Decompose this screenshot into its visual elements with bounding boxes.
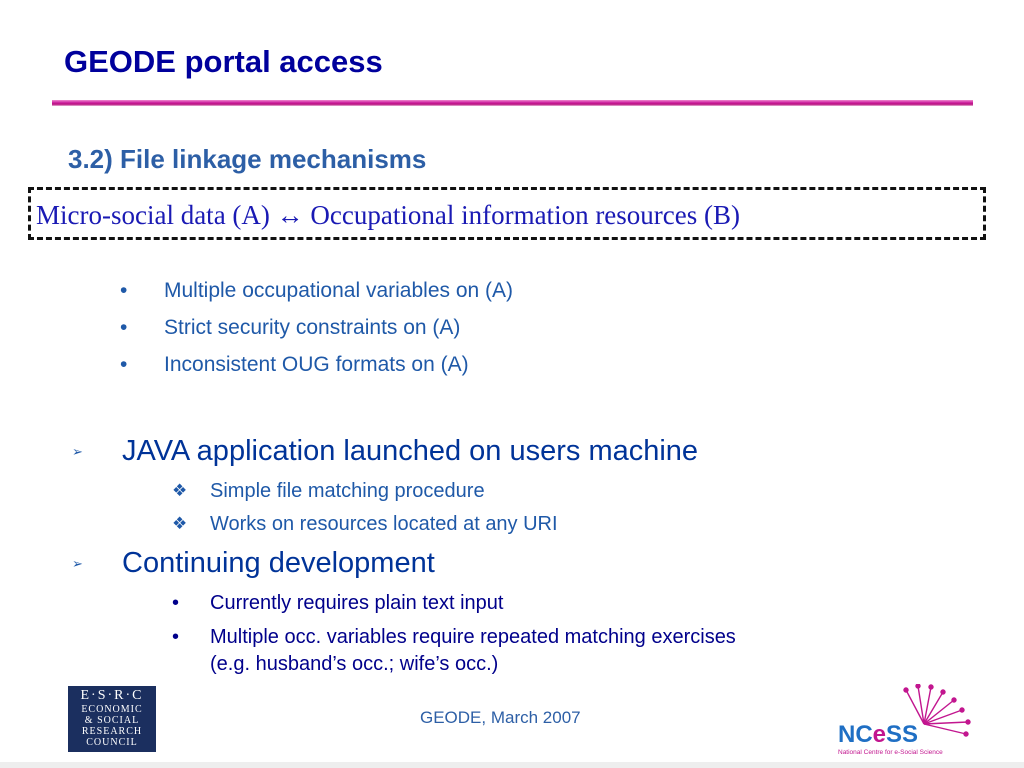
bullet-dot-icon: • [120, 353, 128, 376]
bullet-dot-icon: • [172, 626, 180, 648]
ncess-logo-tagline: National Centre for e-Social Science [838, 749, 943, 756]
highlight-text: Micro-social data (A) ↔ Occupational inf… [36, 200, 741, 230]
ncess-network-icon [903, 684, 971, 737]
bullet-dot-icon: • [120, 316, 128, 339]
esrc-logo-line: COUNCIL [86, 737, 138, 748]
arrow-bullet-icon: ➢ [72, 444, 83, 459]
esrc-logo-initials: E·S·R·C [80, 688, 144, 703]
sub-list-item-text: Works on resources located at any URI [210, 513, 558, 535]
esrc-logo-line: ECONOMIC [81, 704, 143, 715]
bottom-border [0, 762, 1024, 768]
list-item-text: Strict security constraints on (A) [164, 316, 461, 339]
ncess-logo: NCeSS National Centre for e-Social Scien… [838, 684, 971, 756]
esrc-logo-line: & SOCIAL [84, 715, 140, 726]
bullet-dot-icon: • [172, 592, 180, 614]
diamond-bullet-icon: ❖ [172, 514, 188, 533]
list-item-text: Inconsistent OUG formats on (A) [164, 353, 469, 376]
ncess-logo-name: e [873, 721, 886, 748]
point-heading-text: JAVA application launched on users machi… [122, 435, 699, 467]
esrc-logo-line: RESEARCH [81, 726, 143, 737]
title-divider [52, 100, 973, 106]
slide-title: GEODE portal access [64, 44, 383, 79]
svg-text:NCeSS: NCeSS [838, 721, 918, 748]
ncess-logo-name: NC [838, 721, 873, 748]
highlight-box [28, 187, 986, 240]
bullet-dot-icon: • [120, 279, 128, 302]
point-heading-text: Continuing development [122, 547, 435, 579]
sub-list-item-text: (e.g. husband’s occ.; wife’s occ.) [210, 653, 499, 675]
section-subtitle: 3.2) File linkage mechanisms [68, 144, 427, 174]
ncess-logo-name: SS [886, 721, 918, 748]
sub-list-item-text: Currently requires plain text input [210, 592, 504, 614]
sub-list-item-text: Multiple occ. variables require repeated… [210, 626, 736, 648]
esrc-logo: E·S·R·C ECONOMIC & SOCIAL RESEARCH COUNC… [68, 686, 156, 752]
sub-list-item-text: Simple file matching procedure [210, 480, 485, 502]
arrow-bullet-icon: ➢ [72, 556, 83, 571]
diamond-bullet-icon: ❖ [172, 481, 188, 500]
list-item-text: Multiple occupational variables on (A) [164, 279, 514, 302]
slide-footer: GEODE, March 2007 [420, 708, 581, 727]
